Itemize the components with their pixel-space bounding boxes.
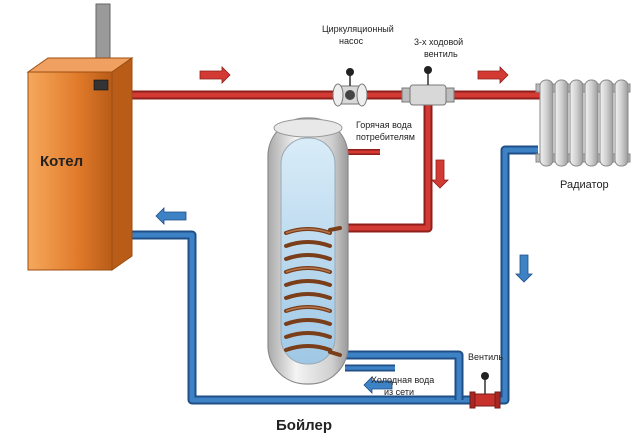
radiator — [535, 79, 631, 167]
tank-label: Бойлер — [276, 417, 332, 434]
valve-label: Вентиль — [468, 352, 503, 362]
three-way-valve-label-line1: 3-х ходовой — [414, 37, 463, 47]
pump-label-line2: насос — [339, 36, 364, 46]
control-panel-icon — [93, 79, 109, 91]
boiler: Котел — [26, 3, 134, 271]
hot-water-label-line2: потребителям — [356, 132, 415, 142]
flow-arrow-icon — [363, 376, 393, 394]
flow-arrow-icon — [431, 159, 449, 189]
flow-arrow-icon — [515, 254, 533, 283]
radiator-label: Радиатор — [560, 179, 609, 191]
three-way-valve-label-line2: вентиль — [424, 49, 458, 59]
three-way-valve-icon — [401, 66, 455, 106]
flow-arrows — [155, 66, 533, 394]
cold-water-label-line2: из сети — [384, 387, 414, 397]
cold-pipes — [128, 145, 538, 405]
boiler-label: Котел — [40, 153, 83, 170]
pump-icon — [332, 68, 368, 107]
valve-icon — [469, 372, 501, 409]
cold-water-label-line1: Холодная вода — [371, 375, 434, 385]
chimney-icon — [95, 3, 111, 65]
pump-label-line1: Циркуляционный — [322, 24, 394, 34]
flow-arrow-icon — [477, 66, 509, 84]
flow-arrow-icon — [199, 66, 231, 84]
tank — [267, 117, 349, 385]
flow-arrow-icon — [155, 207, 187, 225]
hot-water-label-line1: Горячая вода — [356, 120, 412, 130]
